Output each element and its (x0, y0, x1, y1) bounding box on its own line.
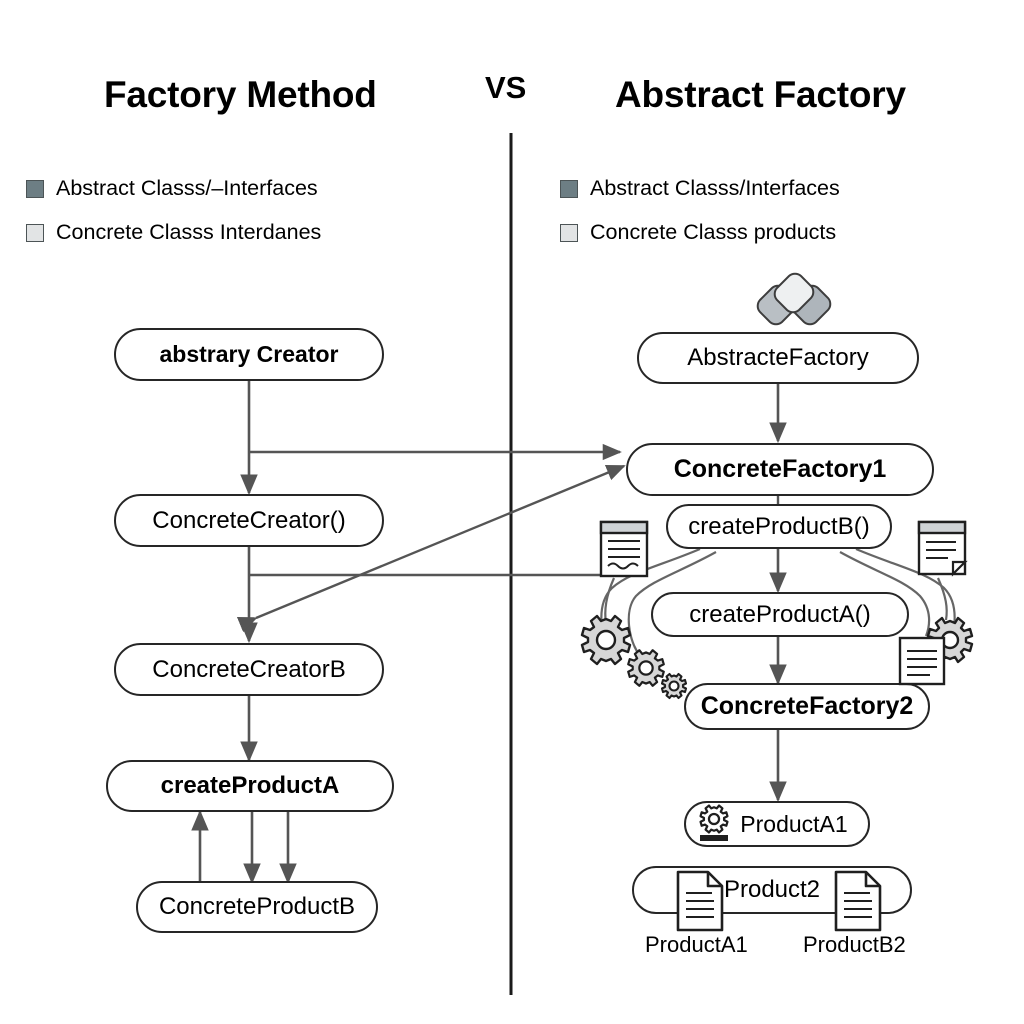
document-folded-icon (917, 520, 968, 577)
gears-cluster-icon (580, 614, 688, 700)
legend-item-left-abstract: Abstract Classs/–Interfaces (26, 176, 318, 200)
document-gear-icon (898, 616, 974, 686)
page-title-right: Abstract Factory (615, 74, 906, 115)
node-concrete-factory-1[interactable]: ConcreteFactory1 (626, 443, 934, 496)
legend-label: Concrete Classs Interdanes (56, 220, 322, 244)
node-label: ProductA1 (740, 810, 848, 837)
page-title-left: Factory Method (104, 74, 377, 115)
legend-swatch-concrete-icon (26, 223, 44, 242)
caption-product-a1: ProductA1 (645, 932, 748, 957)
node-abstract-factory[interactable]: AbstracteFactory (637, 332, 919, 384)
edge-fan-right-inner (839, 551, 931, 637)
node-label: abstrary Creator (159, 341, 339, 367)
node-label: ConcreteFactory1 (673, 455, 887, 483)
legend-label: Abstract Classs/–Interfaces (56, 176, 318, 200)
cluster-shapes-icon (756, 272, 832, 326)
node-label: createProductA() (689, 600, 871, 628)
legend-swatch-concrete-icon (560, 223, 578, 242)
legend-swatch-abstract-icon (560, 179, 578, 198)
node-label: ConcreteCreatorB (152, 655, 346, 683)
document-squiggle-icon (599, 520, 649, 578)
node-label: AbstracteFactory (687, 344, 869, 371)
node-label: ConcreteFactory2 (700, 692, 914, 720)
legend-item-right-abstract: Abstract Classs/Interfaces (560, 176, 840, 200)
caption-product-b2: ProductB2 (803, 932, 906, 957)
legend-item-left-concrete: Concrete Classs Interdanes (26, 220, 322, 244)
node-abstrary-creator[interactable]: abstrary Creator (114, 328, 384, 381)
node-create-product-a-right[interactable]: createProductA() (651, 592, 909, 637)
edge-fan-left-inner (627, 551, 717, 657)
node-label: createProductA (160, 772, 340, 799)
edge-cross-diagonal (236, 464, 626, 633)
legend-item-right-concrete: Concrete Classs products (560, 220, 837, 244)
page-icon (676, 870, 724, 932)
node-label: createProductB() (688, 512, 870, 540)
gear-small-icon (699, 804, 729, 841)
node-concrete-factory-2[interactable]: ConcreteFactory2 (684, 683, 930, 730)
legend-label: Concrete Classs products (590, 220, 837, 244)
versus-label: VS (485, 70, 527, 105)
node-label: ConcreteProductB (158, 893, 356, 920)
edge-hook-right (936, 577, 948, 621)
node-create-product-b[interactable]: createProductB() (666, 504, 892, 549)
node-label: Product2 (723, 876, 821, 903)
edge-fan-left-outer (600, 547, 701, 635)
legend-swatch-abstract-icon (26, 179, 44, 198)
edge-fan-right-outer (855, 547, 956, 635)
node-concrete-creator-b[interactable]: ConcreteCreatorB (114, 643, 384, 696)
page-icon (834, 870, 882, 932)
legend-label: Abstract Classs/Interfaces (590, 176, 840, 200)
